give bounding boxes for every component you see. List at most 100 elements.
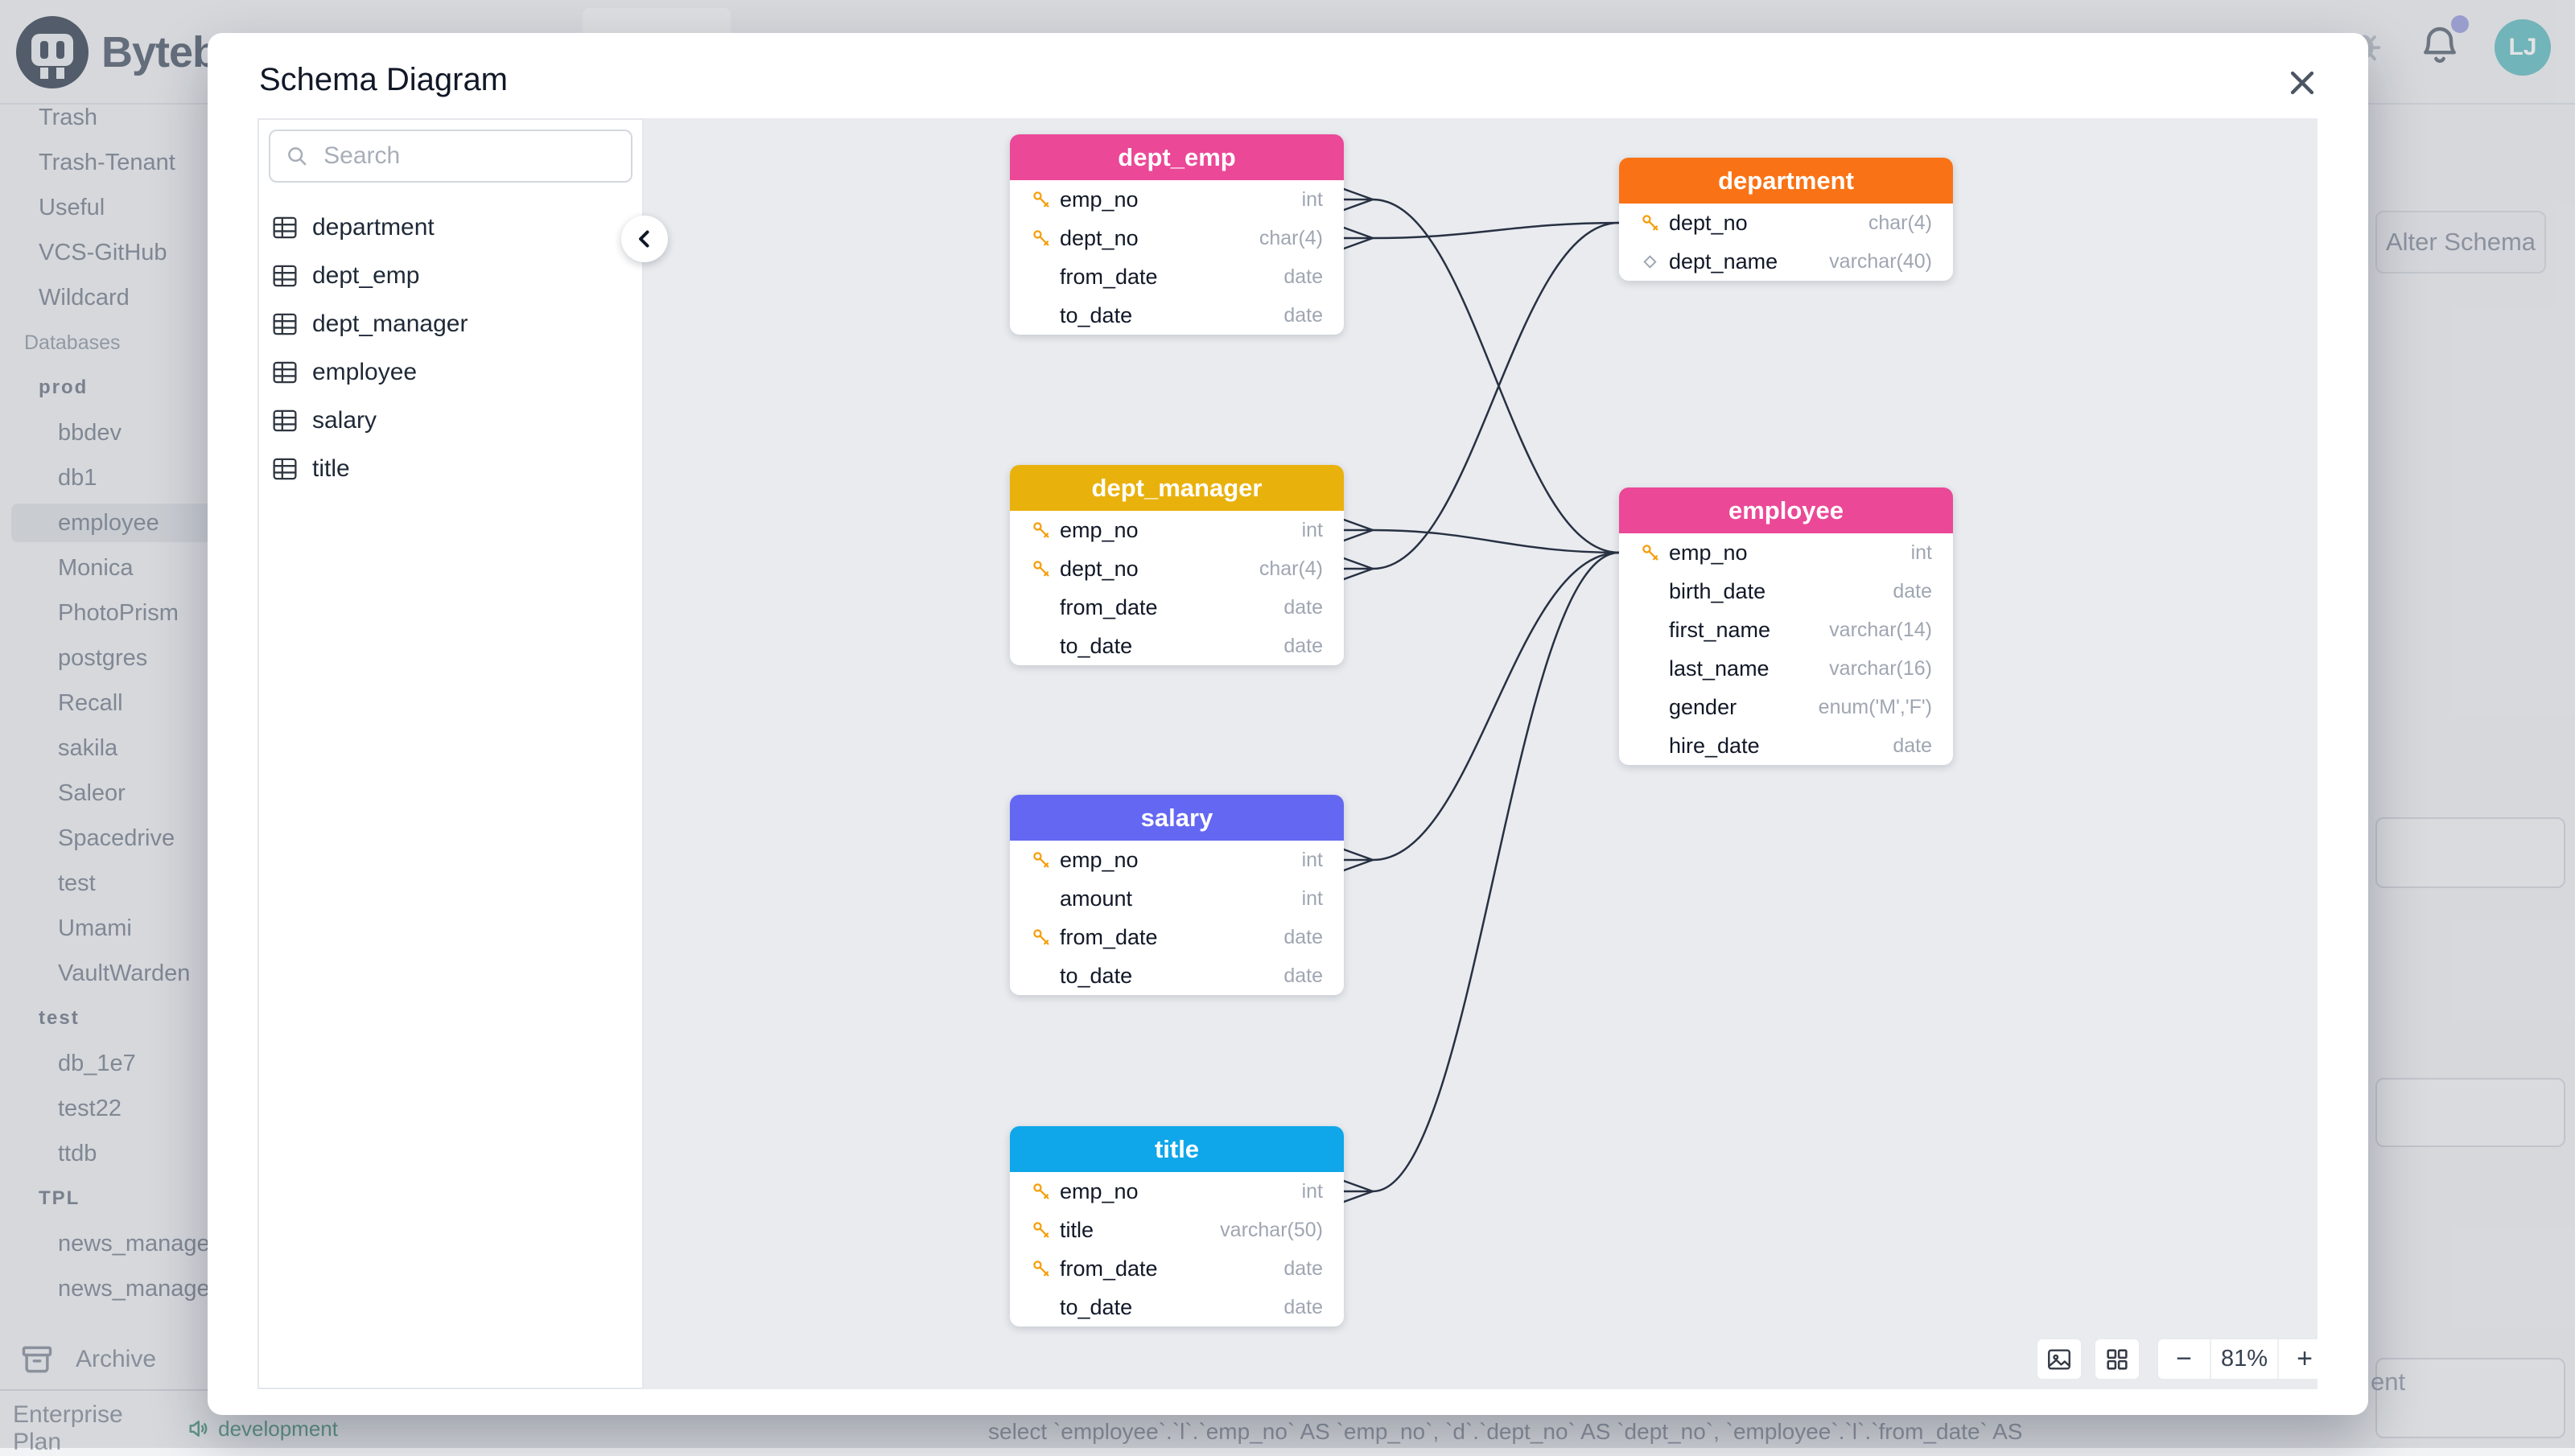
- field-type: date: [1893, 580, 1932, 603]
- export-image-button[interactable]: [2036, 1338, 2083, 1380]
- table-field-row: last_name varchar(16): [1619, 649, 1953, 688]
- field-type: int: [1302, 887, 1323, 911]
- field-name: dept_name: [1669, 249, 1778, 274]
- field-name: dept_no: [1060, 226, 1139, 251]
- field-type: date: [1283, 304, 1323, 327]
- chevron-left-icon: [631, 225, 658, 253]
- table-field-row: gender enum('M','F'): [1619, 688, 1953, 726]
- field-name: from_date: [1060, 925, 1158, 950]
- field-type: int: [1302, 519, 1323, 542]
- table-list-panel: department dept_emp dept_manager employee sa…: [258, 118, 644, 1389]
- table-field-row: dept_no char(4): [1010, 219, 1344, 257]
- table-list-item-salary[interactable]: salary: [259, 397, 642, 445]
- schema-diagram-modal: Schema Diagram department dept_emp dept_ma…: [208, 33, 2368, 1415]
- table-list-item-dept_emp[interactable]: dept_emp: [259, 252, 642, 300]
- zoom-out-button[interactable]: −: [2158, 1339, 2210, 1379]
- field-type: date: [1893, 734, 1932, 758]
- search-box: [269, 130, 632, 183]
- table-icon: [272, 361, 298, 384]
- field-type: varchar(40): [1829, 250, 1932, 274]
- field-type: varchar(50): [1220, 1219, 1323, 1242]
- field-type: char(4): [1259, 557, 1323, 581]
- table-icon: [272, 265, 298, 287]
- table-field-row: title varchar(50): [1010, 1211, 1344, 1249]
- field-name: emp_no: [1060, 187, 1139, 212]
- field-type: enum('M','F'): [1819, 696, 1932, 719]
- table-list-item-employee[interactable]: employee: [259, 348, 642, 397]
- field-type: int: [1302, 849, 1323, 872]
- field-type: date: [1283, 635, 1323, 658]
- table-header: title: [1010, 1126, 1344, 1172]
- field-name: amount: [1060, 886, 1132, 911]
- field-name: birth_date: [1669, 579, 1765, 604]
- field-name: gender: [1669, 695, 1737, 720]
- table-icon: [272, 409, 298, 432]
- grid-squares-icon: [2103, 1346, 2131, 1373]
- relation-lines: [644, 118, 2318, 1389]
- field-name: first_name: [1669, 618, 1770, 643]
- field-name: from_date: [1060, 595, 1158, 620]
- field-name: title: [1060, 1218, 1094, 1243]
- table-list-label: dept_manager: [312, 311, 468, 338]
- table-list-item-title[interactable]: title: [259, 445, 642, 493]
- table-list-item-department[interactable]: department: [259, 204, 642, 252]
- primary-key-icon: [1031, 849, 1053, 871]
- field-name: from_date: [1060, 265, 1158, 290]
- field-type: int: [1911, 541, 1932, 565]
- canvas-controls: − 81% +: [2036, 1338, 2318, 1380]
- primary-key-icon: [1640, 542, 1662, 564]
- primary-key-icon: [1031, 228, 1053, 249]
- zoom-in-button[interactable]: +: [2279, 1339, 2318, 1379]
- collapse-panel-button[interactable]: [621, 216, 668, 262]
- field-type: int: [1302, 1180, 1323, 1203]
- zoom-control: − 81% +: [2157, 1338, 2318, 1380]
- table-field-row: to_date date: [1010, 296, 1344, 335]
- primary-key-icon: [1031, 558, 1053, 580]
- table-field-row: emp_no int: [1010, 180, 1344, 219]
- primary-key-icon: [1640, 212, 1662, 234]
- table-list-item-dept_manager[interactable]: dept_manager: [259, 300, 642, 348]
- table-icon: [272, 458, 298, 480]
- field-type: date: [1283, 926, 1323, 949]
- close-icon[interactable]: [2285, 65, 2320, 101]
- field-type: date: [1283, 596, 1323, 619]
- field-type: char(4): [1259, 227, 1323, 250]
- field-name: to_date: [1060, 303, 1132, 328]
- table-list-label: title: [312, 455, 350, 483]
- table-header: employee: [1619, 487, 1953, 533]
- table-list-label: dept_emp: [312, 262, 419, 290]
- table-list-label: department: [312, 214, 435, 241]
- modal-title: Schema Diagram: [259, 62, 508, 98]
- field-name: last_name: [1669, 656, 1770, 681]
- primary-key-icon: [1031, 189, 1053, 211]
- table-list-label: employee: [312, 359, 417, 386]
- table-field-row: from_date date: [1010, 918, 1344, 956]
- field-type: varchar(16): [1829, 657, 1932, 681]
- search-icon: [285, 142, 309, 170]
- table-field-row: birth_date date: [1619, 572, 1953, 611]
- fit-overview-button[interactable]: [2094, 1338, 2140, 1380]
- field-type: date: [1283, 964, 1323, 988]
- field-type: int: [1302, 188, 1323, 212]
- search-input[interactable]: [322, 142, 616, 171]
- table-field-row: from_date date: [1010, 588, 1344, 627]
- zoom-level: 81%: [2210, 1339, 2279, 1379]
